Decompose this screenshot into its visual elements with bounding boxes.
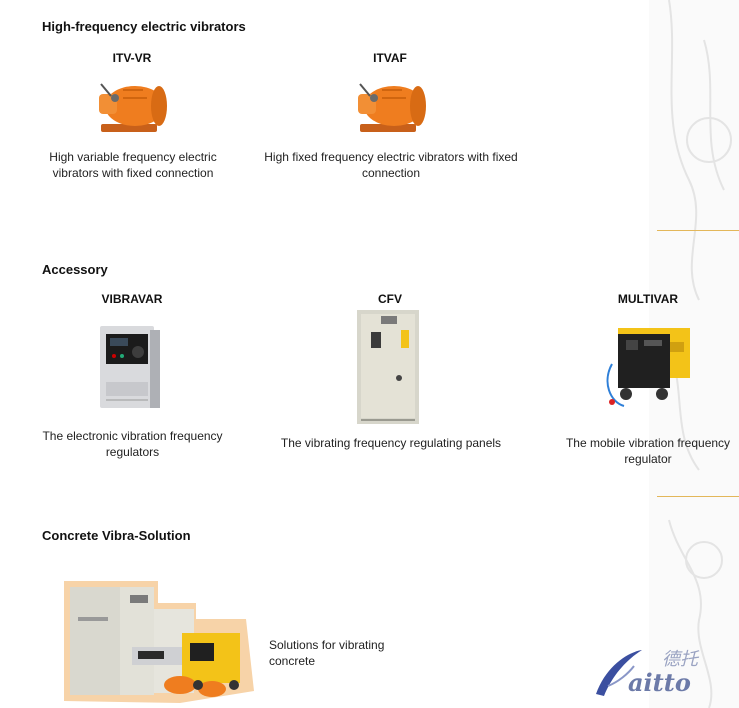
itv-vr-vibrator-image[interactable] xyxy=(93,76,171,136)
product-name-cfv[interactable]: CFV xyxy=(378,292,402,306)
section-title-high-frequency: High-frequency electric vibrators xyxy=(42,19,246,34)
section-title-concrete: Concrete Vibra-Solution xyxy=(42,528,191,543)
concrete-solution-image[interactable] xyxy=(50,573,260,707)
product-desc-cfv: The vibrating frequency regulating panel… xyxy=(280,436,502,450)
product-desc-multivar: The mobile vibration frequency regulator xyxy=(565,436,731,466)
multivar-mobile-regulator-image[interactable] xyxy=(604,322,696,410)
product-name-itv-vr[interactable]: ITV-VR xyxy=(112,51,152,65)
product-desc-vibravar: The electronic vibration frequency regul… xyxy=(42,429,223,459)
product-desc-itvaf: High fixed frequency electric vibrators … xyxy=(264,150,518,180)
logo-chinese-text: 德托 xyxy=(662,649,698,670)
section-divider xyxy=(657,496,739,497)
logo-latin-text: aitto xyxy=(628,668,691,697)
vibravar-regulator-image[interactable] xyxy=(98,322,164,412)
cfv-panel-image[interactable] xyxy=(355,308,421,426)
product-name-multivar[interactable]: MULTIVAR xyxy=(617,292,679,306)
daitto-logo-mark xyxy=(596,650,642,696)
product-desc-itv-vr: High variable frequency electric vibrato… xyxy=(49,150,217,180)
section-divider xyxy=(657,230,739,231)
concrete-solution-desc: Solutions for vibrating concrete xyxy=(269,638,385,668)
itvaf-vibrator-image[interactable] xyxy=(352,76,430,136)
product-name-itvaf[interactable]: ITVAF xyxy=(373,51,407,65)
section-title-accessory: Accessory xyxy=(42,262,108,277)
product-name-vibravar[interactable]: VIBRAVAR xyxy=(101,292,163,306)
